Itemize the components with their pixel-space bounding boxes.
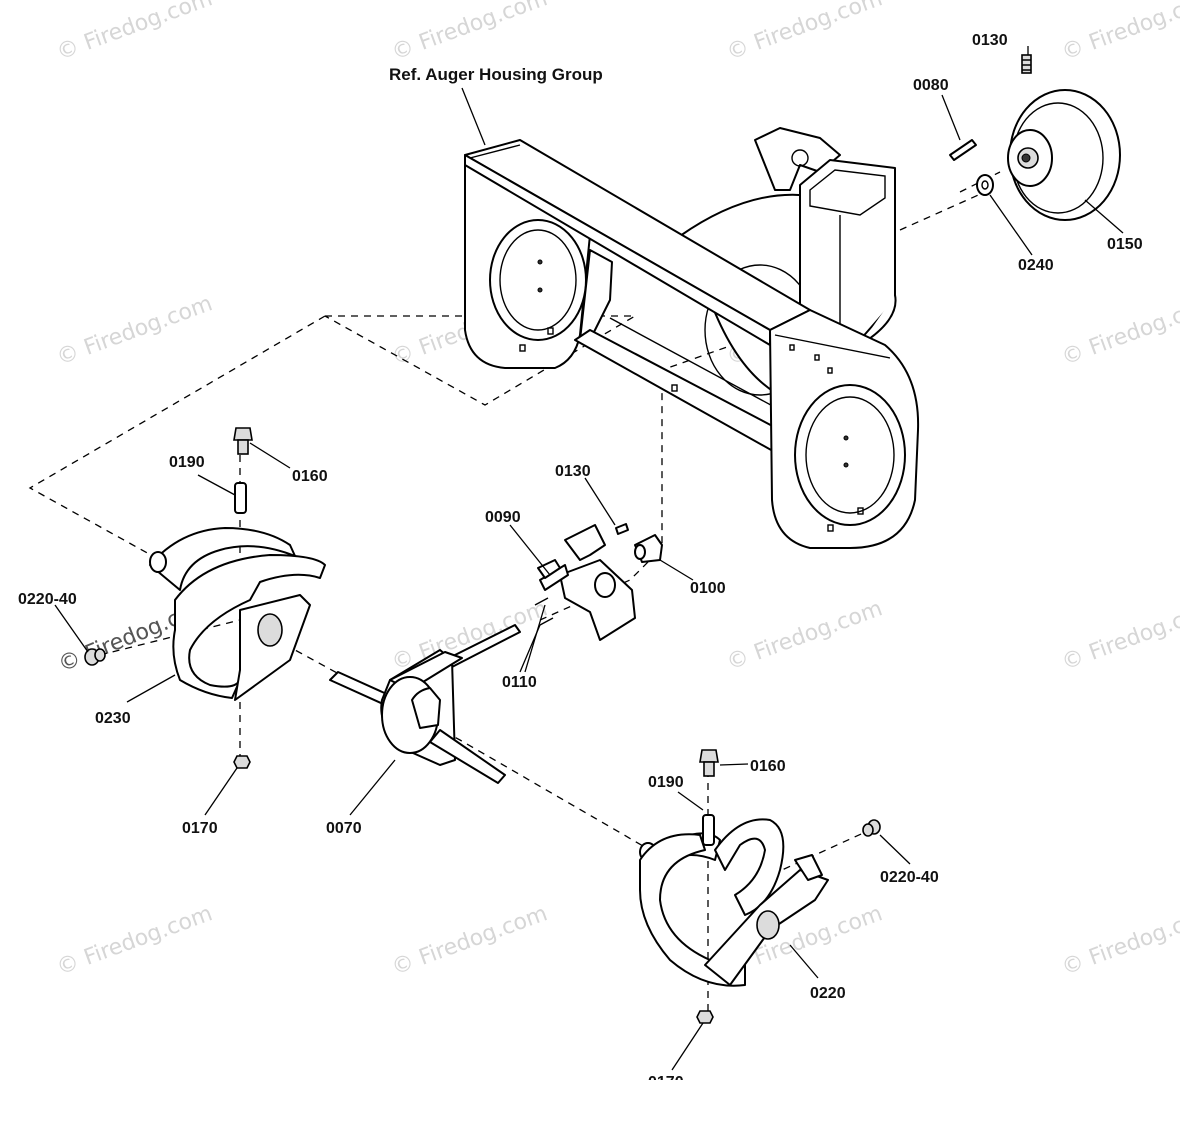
watermark: © Firedog.com <box>1059 0 1180 66</box>
assembly-title: Ref. Auger Housing Group <box>389 65 603 84</box>
gearbox-0070 <box>329 624 521 784</box>
watermark: © Firedog.com <box>1059 901 1180 980</box>
watermark: © Firedog.com <box>389 596 551 675</box>
label-0230: 0230 <box>95 710 131 727</box>
crop-mask <box>0 1080 1180 1130</box>
label-0070: 0070 <box>326 820 362 837</box>
label-0160-left: 0160 <box>292 468 328 485</box>
watermark: © Firedog.com <box>724 596 886 675</box>
spacer-0190-left <box>234 482 247 514</box>
set-screw-0130-mid <box>615 523 629 535</box>
bolt-0160-left <box>233 427 253 455</box>
shear-bolt-0220-40-left <box>84 648 106 666</box>
watermark: © Firedog.com <box>54 901 216 980</box>
label-0190-right: 0190 <box>648 774 684 791</box>
bolts-0110 <box>534 597 554 626</box>
label-0170-left: 0170 <box>182 820 218 837</box>
label-0150: 0150 <box>1107 236 1143 253</box>
label-0090: 0090 <box>485 509 521 526</box>
label-0220: 0220 <box>810 985 846 1002</box>
pulley-0150 <box>1007 89 1121 221</box>
label-0220-40-left: 0220-40 <box>18 591 77 608</box>
label-0130-top: 0130 <box>972 32 1008 49</box>
label-0190-left: 0190 <box>169 454 205 471</box>
washer-0240 <box>976 174 994 196</box>
label-0100: 0100 <box>690 580 726 597</box>
watermark: © Firedog.com <box>54 291 216 370</box>
hub-0100 <box>634 534 663 563</box>
watermark: © Firedog.com <box>1059 291 1180 370</box>
leader-lines <box>54 46 1124 1071</box>
auger-0230 <box>149 527 326 701</box>
watermark: © Firedog.com <box>389 0 551 66</box>
bolt-0160-right <box>699 749 719 777</box>
impeller-0090 <box>537 524 636 641</box>
nut-0170-bottom <box>696 1010 714 1024</box>
callout-labels: Ref. Auger Housing Group 0130 0080 0150 … <box>18 32 1143 1091</box>
set-screw-0130-top <box>1021 54 1032 74</box>
label-0160-right: 0160 <box>750 758 786 775</box>
watermark: © Firedog.com <box>724 0 886 66</box>
spacer-0190-right <box>702 814 715 846</box>
key-0080 <box>949 139 977 161</box>
label-0220-40-right: 0220-40 <box>880 869 939 886</box>
watermark: © Firedog.com <box>1059 596 1180 675</box>
label-0130-mid: 0130 <box>555 463 591 480</box>
watermark: © Firedog.com <box>54 0 216 66</box>
label-0110: 0110 <box>502 674 537 691</box>
auger-0220 <box>639 818 829 987</box>
nut-0170-left <box>233 755 251 769</box>
label-0240: 0240 <box>1018 257 1054 274</box>
watermark: © Firedog.com <box>389 901 551 980</box>
label-0080: 0080 <box>913 77 949 94</box>
shear-bolt-0220-40-right <box>862 819 881 837</box>
auger-housing <box>464 127 920 549</box>
